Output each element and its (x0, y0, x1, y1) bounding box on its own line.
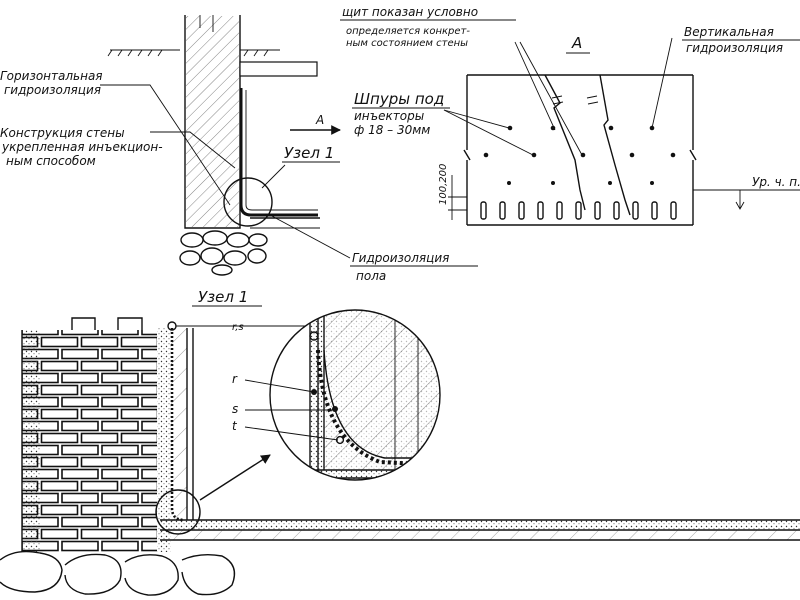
top-right-labels: щит показан условно определяется конкрет… (340, 5, 800, 137)
label-horizontal-waterproofing-1: Горизонтальная (0, 69, 103, 83)
label-horizontal-waterproofing-2: гидроизоляция (4, 83, 101, 97)
injector-holes (483, 125, 676, 185)
shield-note-3: ным состоянием стены (346, 38, 468, 49)
node-1-title: Узел 1 (198, 288, 248, 306)
label-floor-waterproofing-2: пола (356, 269, 386, 283)
top-left-labels: Горизонтальная гидроизоляция Конструкция… (0, 69, 478, 283)
floor-level-label: Ур. ч. п. (752, 175, 800, 189)
marker-t: t (232, 419, 238, 433)
injector-holes-label-2: инъекторы (354, 109, 424, 123)
marker-s: s (232, 402, 238, 416)
shield-note-1: щит показан условно (342, 5, 478, 19)
label-wall-structure-3: ным способом (6, 154, 96, 168)
node-1-circle-top (223, 177, 273, 227)
label-wall-structure-1: Конструкция стены (0, 126, 125, 140)
section-label-a-right: А (571, 34, 582, 52)
label-node-1-top: Узел 1 (284, 144, 334, 162)
horizontal-injector-slots (480, 201, 677, 220)
rubble-foundation (179, 230, 268, 276)
label-wall-structure-2: укрепленная инъекцион- (1, 140, 163, 154)
dimension-label: 100,200 (438, 164, 449, 205)
injector-holes-label-1: Шпуры под (354, 90, 444, 108)
node-1-detail: Узел 1 r,s (0, 288, 800, 596)
wall-section-top: А (100, 15, 351, 276)
vertical-waterproofing-2: гидроизоляция (686, 41, 783, 55)
marker-r: r (232, 372, 238, 386)
node-1-circle-bottom (155, 489, 201, 535)
section-marker-a-left: А (315, 113, 324, 127)
vertical-waterproofing-1: Вертикальная (684, 25, 774, 39)
elevation-view-a: А (438, 34, 800, 226)
ground-hatch (107, 49, 280, 57)
magnified-circle (269, 309, 441, 481)
injector-holes-label-3: ф 18 – 30мм (354, 123, 430, 137)
marker-rs-label: r,s (232, 322, 244, 333)
shield-note-2: определяется конкрет- (346, 26, 470, 37)
label-floor-waterproofing-1: Гидроизоляция (352, 251, 449, 265)
rubble-bottom (0, 550, 236, 596)
